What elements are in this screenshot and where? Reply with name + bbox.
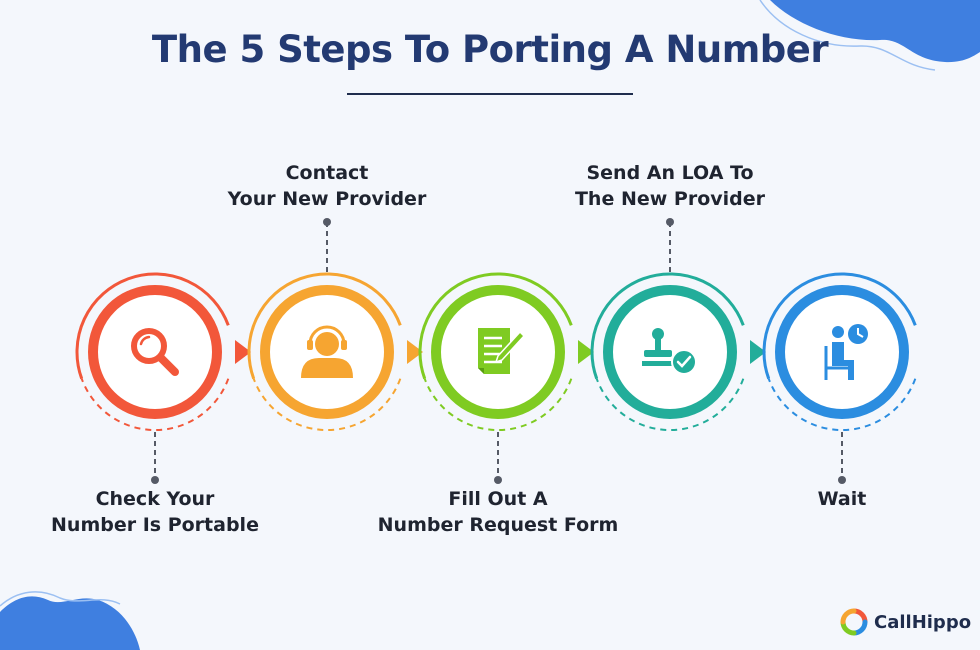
step-arrow-4 [750, 340, 766, 364]
step-label-line: Fill Out A [448, 488, 548, 510]
top-right-blob [770, 0, 980, 63]
brand-name: CallHippo [874, 611, 972, 633]
brand: CallHippo [840, 605, 971, 639]
step-label-line: The New Provider [574, 188, 766, 210]
step-connector-dot [838, 476, 846, 484]
headset-agent-icon [301, 325, 353, 378]
step-dashed-arc [80, 378, 230, 432]
top-right-blob-light [759, 0, 936, 71]
step-connector-dot [666, 218, 674, 226]
form-edit-icon [478, 328, 526, 374]
bottom-left-blob-light [0, 591, 121, 607]
step-4 [590, 218, 745, 432]
step-3 [418, 272, 573, 484]
step-ring [88, 285, 222, 419]
step-label-3: Fill Out A Number Request Form [368, 486, 628, 538]
step-arrow-3 [578, 340, 594, 364]
step-5 [762, 272, 917, 484]
step-label-line: Number Request Form [377, 514, 619, 536]
step-dashed-arc [595, 378, 745, 432]
stamp-check-icon [642, 328, 697, 375]
step-outer-arc [247, 272, 402, 380]
step-dashed-arc [252, 378, 402, 432]
step-outer-arc [762, 272, 917, 380]
step-1 [75, 272, 230, 484]
step-label-line: Number Is Portable [51, 514, 259, 536]
step-label-5: Wait [712, 486, 972, 512]
step-arrow-1 [235, 340, 251, 364]
step-outer-arc [75, 272, 230, 380]
step-dashed-arc [767, 378, 917, 432]
step-2 [247, 218, 402, 432]
step-outer-arc [418, 272, 573, 380]
step-label-line: Wait [817, 488, 867, 510]
step-label-line: Your New Provider [227, 188, 427, 210]
magnifier-icon [131, 328, 179, 376]
step-outer-arc [590, 272, 745, 380]
callhippo-logo-icon [840, 608, 868, 636]
step-connector-dot [494, 476, 502, 484]
title-underline [347, 93, 633, 95]
step-connector-dot [151, 476, 159, 484]
step-connector-dot [323, 218, 331, 226]
step-label-line: Send An LOA To [586, 162, 754, 184]
waiting-person-clock-icon [824, 324, 868, 380]
bottom-left-blob [0, 596, 140, 650]
step-label-4: Send An LOA To The New Provider [540, 160, 800, 212]
step-label-line: Check Your [95, 488, 215, 510]
step-arrow-2 [407, 340, 423, 364]
step-dashed-arc [423, 378, 573, 432]
page-title: The 5 Steps To Porting A Number [151, 28, 829, 71]
step-label-line: Contact [285, 162, 369, 184]
